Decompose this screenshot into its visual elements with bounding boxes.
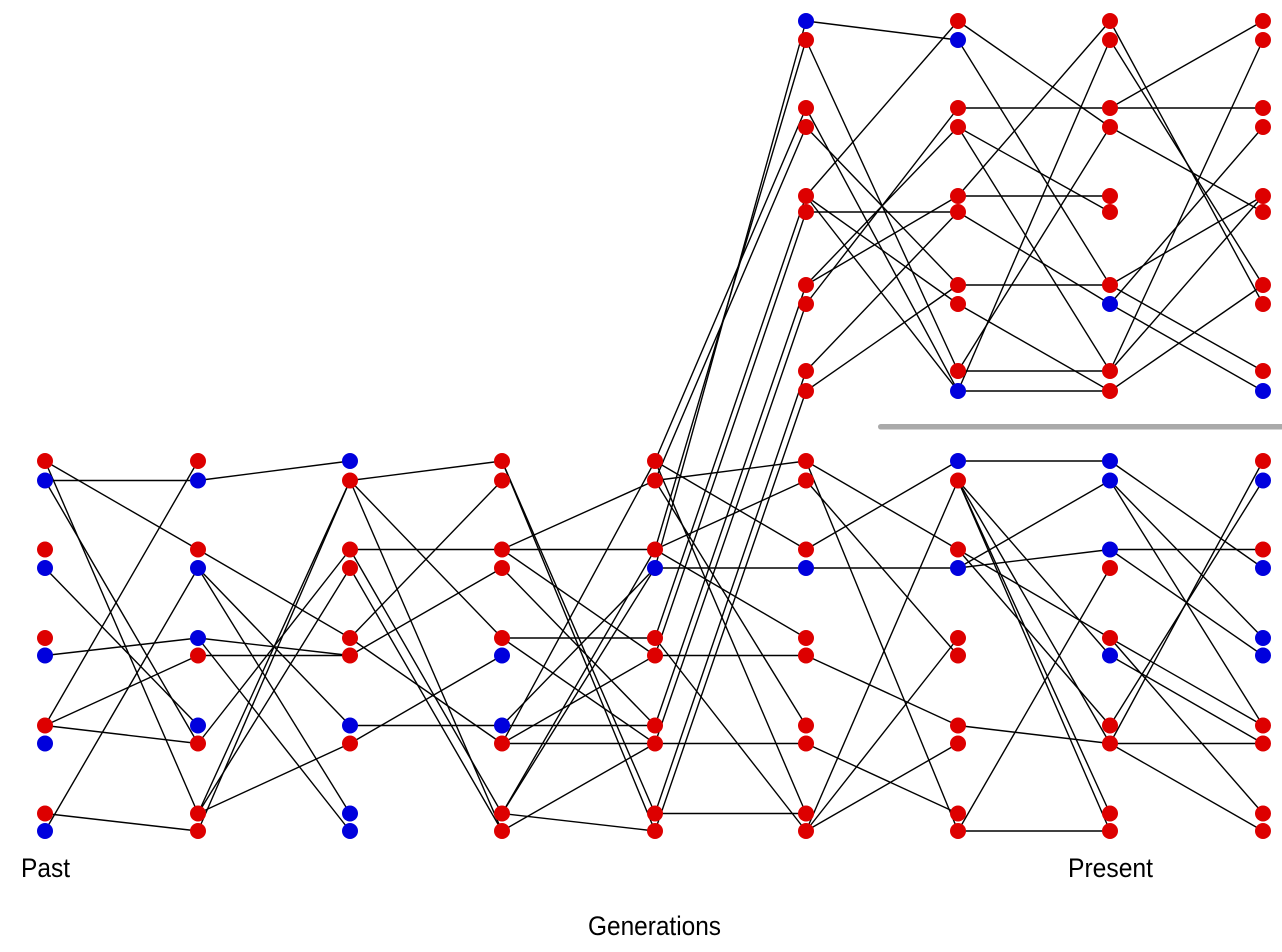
svg-text:Present: Present (1068, 853, 1153, 883)
svg-text:Generations: Generations (588, 911, 721, 941)
svg-text:Past: Past (21, 853, 70, 883)
